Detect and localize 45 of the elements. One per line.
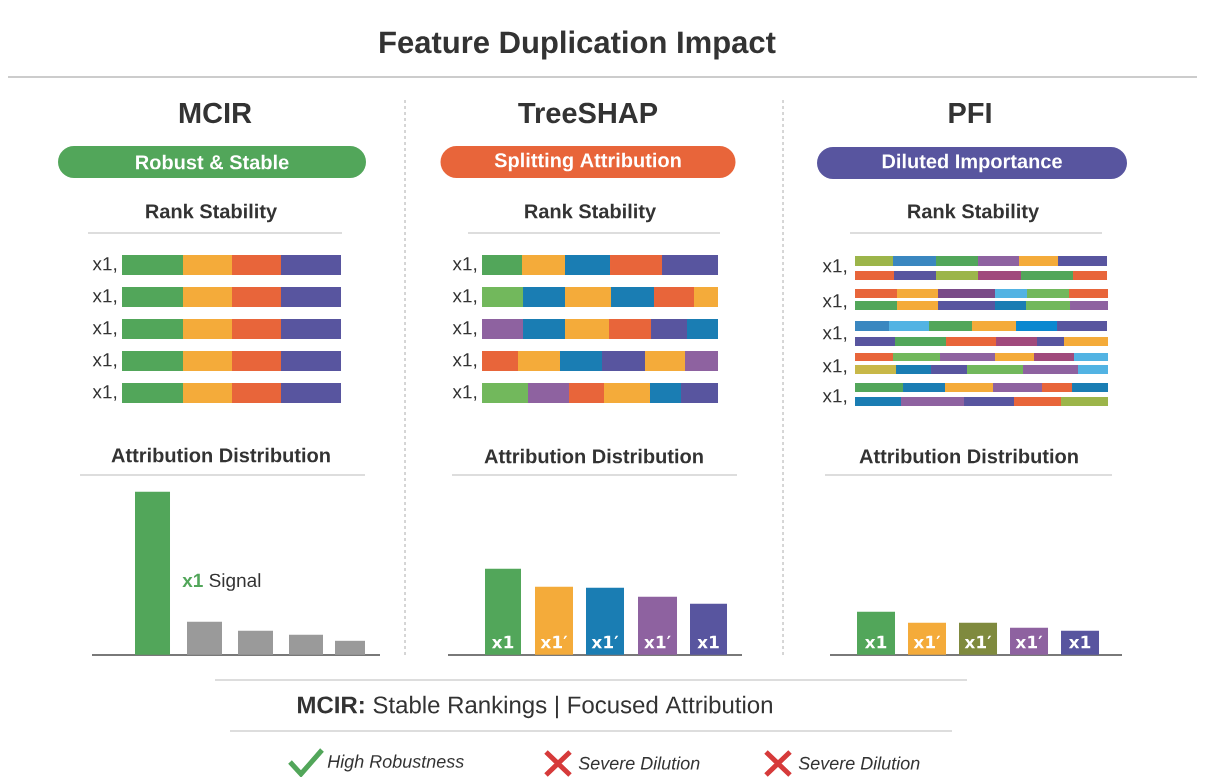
badge: Robust & Stable xyxy=(58,146,366,178)
section-heading: Attribution Distribution xyxy=(111,447,330,463)
row-label: x1, xyxy=(822,294,847,310)
bar: x1′ xyxy=(586,587,624,655)
row-label: x1, xyxy=(452,289,477,305)
row-label: x1, xyxy=(92,385,117,401)
section-heading: Attribution Distribution xyxy=(859,448,1078,464)
row-label: x1, xyxy=(822,389,847,405)
status-text: High Robustness xyxy=(327,754,464,772)
bar xyxy=(238,630,273,655)
bar xyxy=(135,491,170,655)
badge: Splitting Attribution xyxy=(440,146,736,178)
section-heading: Rank Stability xyxy=(908,203,1039,223)
bar-caption: x1 Signal xyxy=(182,573,261,591)
row-label: x1, xyxy=(452,257,477,273)
bar: x1 xyxy=(485,568,521,655)
row-label: x1, xyxy=(452,353,477,369)
bar: x1′ xyxy=(908,622,946,655)
bar: x1 xyxy=(857,611,895,655)
bar: x1′ xyxy=(535,586,573,655)
title: Feature Duplication Impact xyxy=(380,30,776,60)
section-heading: Rank Stability xyxy=(146,203,277,223)
bar xyxy=(289,634,323,655)
summary-text: MCIR: Stable Rankings | Focused Attribution xyxy=(298,695,772,719)
bar: x1′ xyxy=(959,622,997,655)
bar xyxy=(335,640,365,655)
bar: x1 xyxy=(1061,630,1099,655)
row-label: x1, xyxy=(452,385,477,401)
row-label: x1, xyxy=(822,259,847,275)
row-label: x1, xyxy=(822,359,847,375)
bar: x1′ xyxy=(1010,627,1048,655)
bar xyxy=(187,621,222,655)
row-label: x1, xyxy=(92,257,117,273)
row-label: x1, xyxy=(452,321,477,337)
row-label: x1, xyxy=(92,289,117,305)
row-label: x1, xyxy=(92,321,117,337)
status-text: Severe Dilution xyxy=(798,756,920,770)
bar: x1′ xyxy=(638,596,677,655)
row-label: x1, xyxy=(822,326,847,342)
row-label: x1, xyxy=(92,353,117,369)
section-heading: Rank Stability xyxy=(525,203,656,223)
badge: Diluted Importance xyxy=(817,147,1127,179)
bar: x1 xyxy=(690,603,727,655)
section-heading: Attribution Distribution xyxy=(484,448,703,464)
status-text: Severe Dilution xyxy=(578,756,700,770)
